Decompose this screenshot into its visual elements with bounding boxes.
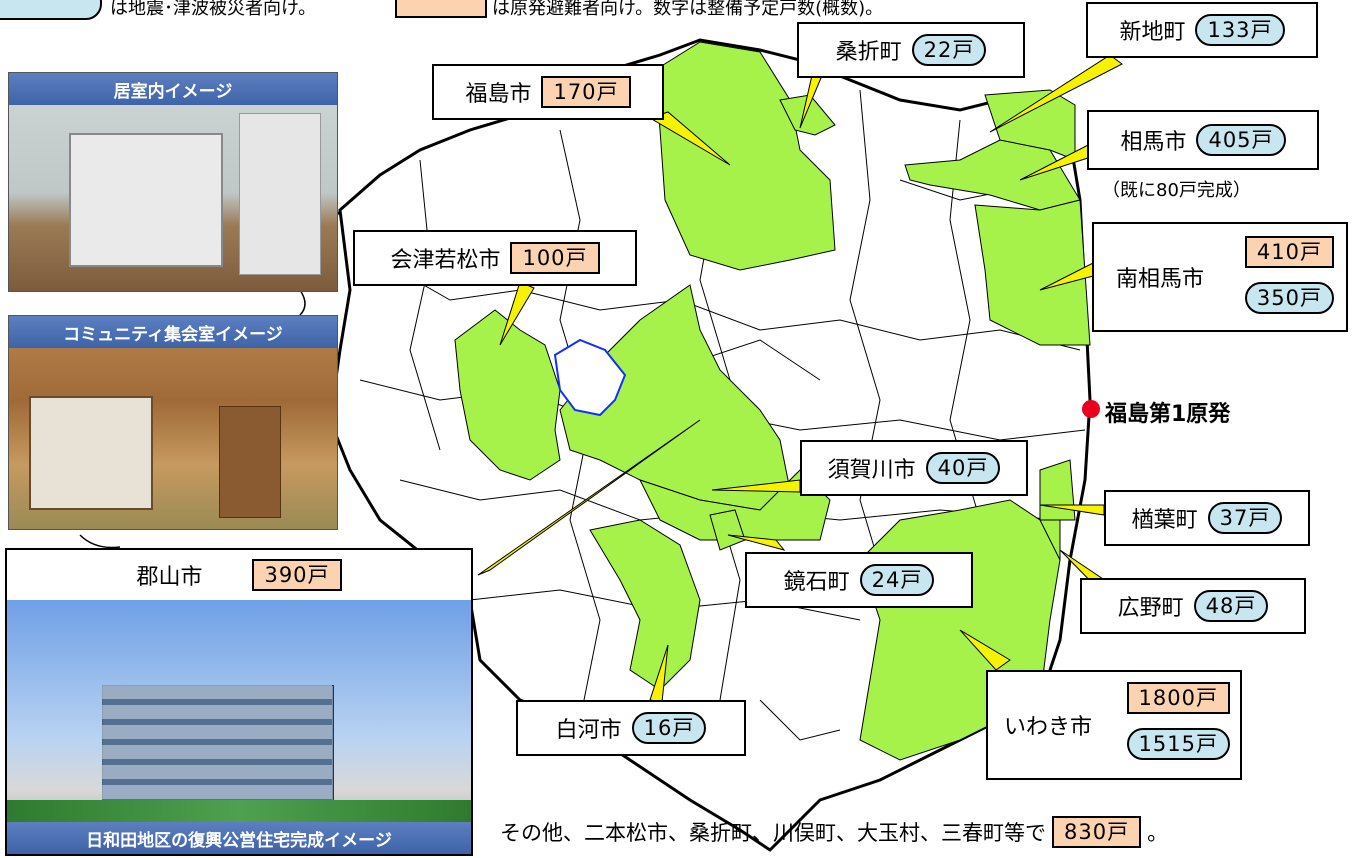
area-aizu — [454, 309, 561, 481]
community-photo-caption: コミュニティ集会室イメージ — [9, 316, 337, 348]
label-fukushima-nuclear: 170戸 — [541, 76, 631, 108]
area-naraha — [1039, 459, 1076, 521]
label-naraha-name: 楢葉町 — [1131, 508, 1198, 533]
lake-outline — [553, 338, 627, 417]
label-minamisoma-quake: 350戸 — [1244, 282, 1334, 314]
label-aizu-nuclear: 100戸 — [510, 242, 600, 274]
label-sukagawa: 須賀川市 40戸 — [800, 440, 1028, 496]
label-minamisoma-name: 南相馬市 — [1116, 267, 1205, 292]
label-fukushima: 福島市 170戸 — [432, 64, 664, 120]
label-koriyama: 郡山市 390戸 — [5, 548, 473, 600]
label-hirono-quake: 48戸 — [1193, 590, 1269, 622]
area-minamisoma — [974, 199, 1091, 346]
label-soma-name: 相馬市 — [1120, 130, 1187, 155]
plant-marker — [1082, 400, 1100, 418]
footer-note: その他、二本松市、桑折町、川俣町、大玉村、三春町等で 830戸 。 — [500, 816, 1168, 848]
label-kuwaori-name: 桑折町 — [835, 40, 902, 65]
label-hirono: 広野町 48戸 — [1080, 578, 1306, 634]
legend-quake-text: は地震･津波被災者向け。 — [110, 0, 317, 19]
legend-nuclear-swatch — [395, 0, 487, 18]
label-iwaki: いわき市 1800戸 1515戸 — [986, 670, 1242, 780]
label-soma-quake: 405戸 — [1196, 124, 1286, 156]
legend-quake-swatch — [0, 0, 102, 20]
label-minamisoma-nuclear: 410戸 — [1244, 236, 1334, 268]
label-naraha: 楢葉町 37戸 — [1104, 490, 1310, 546]
label-kagamiishi: 鏡石町 24戸 — [745, 552, 973, 608]
label-koriyama-nuclear: 390戸 — [252, 559, 342, 591]
label-aizu-name: 会津若松市 — [390, 248, 501, 273]
legend-nuclear-text: は原発避難者向け。数字は整備予定戸数(概数)。 — [492, 0, 884, 19]
label-kuwaori-quake: 22戸 — [911, 34, 987, 66]
label-shirakawa-quake: 16戸 — [631, 712, 707, 744]
area-fukushima — [654, 41, 836, 271]
footer-nuclear: 830戸 — [1052, 816, 1142, 848]
label-shinchi: 新地町 133戸 — [1086, 2, 1318, 58]
area-koriyama — [559, 284, 791, 511]
room-photo: 居室内イメージ — [8, 72, 338, 292]
label-sukagawa-name: 須賀川市 — [827, 458, 916, 483]
label-iwaki-name: いわき市 — [1004, 715, 1093, 740]
label-sukagawa-quake: 40戸 — [925, 452, 1001, 484]
label-soma-note: （既に80戸完成） — [1102, 180, 1251, 201]
label-kagamiishi-name: 鏡石町 — [783, 570, 850, 595]
room-photo-caption: 居室内イメージ — [9, 73, 337, 105]
area-kuwaori — [779, 94, 836, 136]
label-koriyama-name: 郡山市 — [136, 565, 203, 590]
label-plant: 福島第1原発 — [1105, 402, 1231, 427]
label-shinchi-quake: 133戸 — [1195, 14, 1285, 46]
label-shinchi-name: 新地町 — [1119, 20, 1186, 45]
footer-end: 。 — [1147, 821, 1169, 845]
label-naraha-quake: 37戸 — [1207, 502, 1283, 534]
label-shirakawa: 白河市 16戸 — [516, 700, 746, 756]
label-aizu: 会津若松市 100戸 — [353, 230, 637, 286]
label-iwaki-nuclear: 1800戸 — [1126, 682, 1230, 714]
housing-photo-caption: 日和田地区の復興公営住宅完成イメージ — [7, 822, 471, 854]
label-soma: 相馬市 405戸 — [1087, 110, 1319, 170]
area-shirakawa — [589, 519, 701, 691]
label-hirono-name: 広野町 — [1117, 596, 1184, 621]
label-minamisoma: 南相馬市 410戸 350戸 — [1092, 222, 1348, 332]
community-photo: コミュニティ集会室イメージ — [8, 315, 338, 530]
footer-text: その他、二本松市、桑折町、川俣町、大玉村、三春町等で — [500, 821, 1046, 845]
label-iwaki-quake: 1515戸 — [1126, 728, 1230, 760]
label-kagamiishi-quake: 24戸 — [859, 564, 935, 596]
label-fukushima-name: 福島市 — [465, 82, 532, 107]
label-kuwaori: 桑折町 22戸 — [797, 22, 1025, 78]
label-shirakawa-name: 白河市 — [555, 718, 622, 743]
